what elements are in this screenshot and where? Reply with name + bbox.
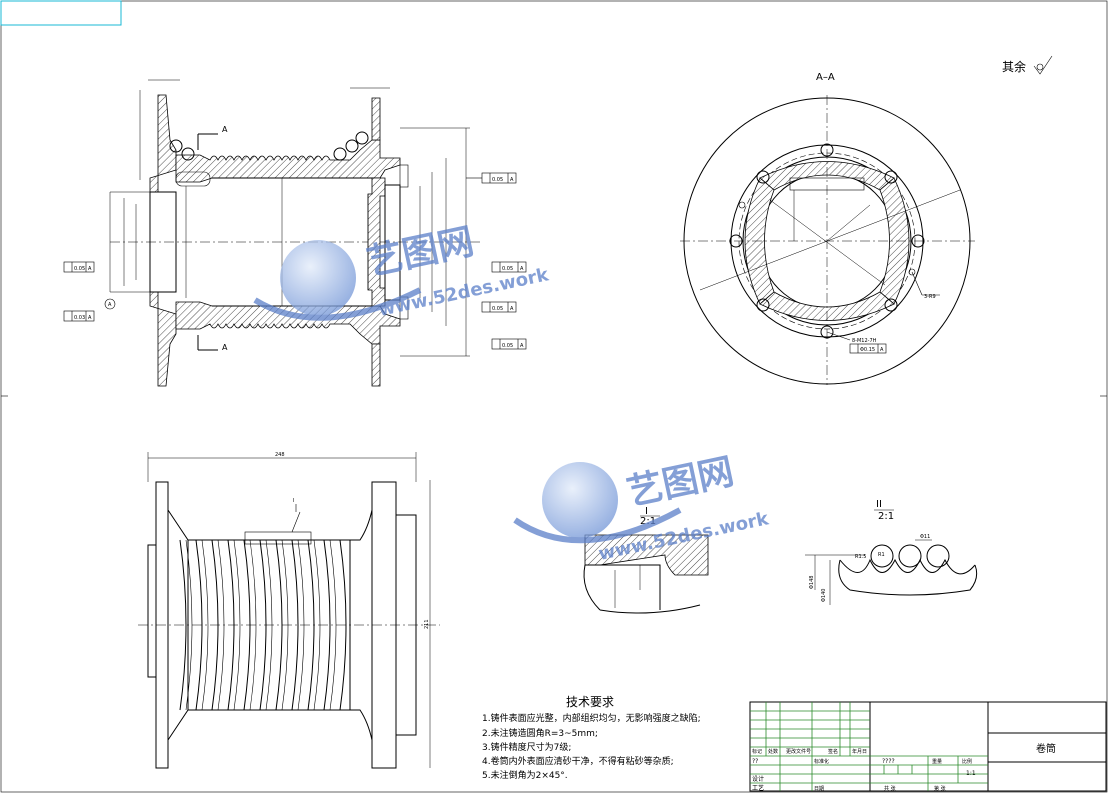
svg-text:I: I bbox=[293, 498, 294, 504]
svg-text:A: A bbox=[510, 177, 514, 183]
svg-text:A: A bbox=[880, 347, 884, 353]
surface-finish-note: 其余 bbox=[1002, 55, 1053, 75]
svg-text:签名: 签名 bbox=[828, 748, 838, 755]
datum-symbol: A bbox=[104, 298, 116, 310]
svg-text:标准化: 标准化 bbox=[814, 758, 829, 765]
svg-text:工艺: 工艺 bbox=[752, 784, 764, 792]
technical-requirements: 技术要求 1.铸件表面应光整，内部组织均匀，无影响强度之缺陷; 2.未注铸造圆角… bbox=[482, 695, 701, 781]
svg-text:R1.5: R1.5 bbox=[855, 554, 866, 560]
svg-text:艺图网: 艺图网 bbox=[623, 451, 737, 514]
svg-text:??: ?? bbox=[752, 758, 758, 765]
svg-text:Φ148: Φ148 bbox=[809, 576, 815, 589]
svg-text:0.05: 0.05 bbox=[74, 266, 85, 272]
svg-text:A: A bbox=[222, 343, 228, 352]
svg-text:????: ???? bbox=[882, 758, 895, 765]
svg-text:2.未注铸造圆角R=3~5mm;: 2.未注铸造圆角R=3~5mm; bbox=[482, 727, 598, 739]
svg-text:重量: 重量 bbox=[932, 758, 942, 765]
detail-i-view: I 2:1 bbox=[583, 506, 709, 614]
svg-text:第 张: 第 张 bbox=[934, 785, 946, 792]
svg-text:年月日: 年月日 bbox=[852, 748, 867, 755]
svg-text:其余: 其余 bbox=[1002, 59, 1026, 74]
svg-text:A–A: A–A bbox=[816, 72, 835, 83]
svg-text:更改文件号: 更改文件号 bbox=[786, 748, 811, 755]
svg-text:2:1: 2:1 bbox=[878, 511, 894, 522]
svg-text:标记: 标记 bbox=[752, 748, 762, 755]
svg-text:技术要求: 技术要求 bbox=[566, 695, 614, 709]
title-block: 卷筒 ?? 设计 工艺 标记 处数 更改文件号 标准化 签名 年月日 日期 ??… bbox=[749, 701, 1107, 792]
svg-text:248: 248 bbox=[275, 452, 285, 458]
svg-text:II: II bbox=[876, 499, 882, 510]
svg-text:设计: 设计 bbox=[752, 775, 764, 783]
detail-ii-view: II 2:1 R1 R1.5 Φ11 Φ148 Φ140 bbox=[805, 499, 978, 605]
svg-text:A: A bbox=[520, 343, 524, 349]
section-a-a-view: A–A 3-R9 8-M12-7H bbox=[680, 72, 975, 385]
svg-text:处数: 处数 bbox=[768, 748, 778, 755]
svg-text:0.05: 0.05 bbox=[502, 266, 513, 272]
svg-text:0.05: 0.05 bbox=[502, 343, 513, 349]
longitudinal-section-view: A A 0.05 A 0.03 A A bbox=[63, 79, 527, 387]
tolerance-frame-2: 0.03 A bbox=[63, 310, 95, 322]
svg-text:8-M12-7H: 8-M12-7H bbox=[852, 338, 877, 344]
svg-text:日期: 日期 bbox=[814, 786, 824, 792]
tolerance-frame-6: 0.05 A bbox=[491, 338, 527, 350]
watermark-2: 艺图网 www.52des.work bbox=[513, 451, 771, 565]
svg-text:共 张: 共 张 bbox=[884, 785, 896, 792]
svg-text:比例: 比例 bbox=[962, 758, 972, 765]
svg-text:Φ0.15: Φ0.15 bbox=[860, 347, 875, 353]
svg-text:A: A bbox=[520, 266, 524, 272]
svg-text:1.铸件表面应光整，内部组织均匀，无影响强度之缺陷;: 1.铸件表面应光整，内部组织均匀，无影响强度之缺陷; bbox=[482, 712, 701, 724]
svg-text:1:1: 1:1 bbox=[966, 770, 976, 777]
svg-text:R1: R1 bbox=[878, 552, 885, 558]
svg-text:A: A bbox=[510, 306, 514, 312]
tolerance-frame-3: 0.05 A bbox=[466, 172, 517, 184]
svg-text:I: I bbox=[645, 506, 648, 517]
svg-text:0.05: 0.05 bbox=[492, 177, 503, 183]
svg-text:A: A bbox=[108, 302, 112, 308]
svg-text:A: A bbox=[88, 266, 92, 272]
svg-text:4.卷筒内外表面应清砂干净，不得有粘砂等杂质;: 4.卷筒内外表面应清砂干净，不得有粘砂等杂质; bbox=[482, 755, 674, 767]
svg-text:211: 211 bbox=[424, 619, 430, 629]
svg-text:Φ140: Φ140 bbox=[821, 589, 827, 602]
exterior-view: 248 211 bbox=[138, 452, 440, 769]
tolerance-frame-4: 0.05 A bbox=[491, 261, 527, 273]
svg-text:0.05: 0.05 bbox=[492, 306, 503, 312]
svg-text:5.未注倒角为2×45°.: 5.未注倒角为2×45°. bbox=[482, 769, 568, 781]
svg-text:2:1: 2:1 bbox=[640, 516, 656, 527]
svg-text:0.03: 0.03 bbox=[74, 315, 85, 321]
svg-text:3-R9: 3-R9 bbox=[924, 294, 936, 300]
svg-text:3.铸件精度尺寸为7级;: 3.铸件精度尺寸为7级; bbox=[482, 741, 571, 753]
section-arrow-top: A bbox=[197, 125, 228, 150]
svg-text:艺图网: 艺图网 bbox=[363, 221, 477, 284]
svg-text:A: A bbox=[222, 125, 228, 134]
corner-tag bbox=[0, 0, 122, 26]
tolerance-frame-5: 0.05 A bbox=[481, 301, 517, 313]
svg-text:卷筒: 卷筒 bbox=[1036, 742, 1056, 755]
svg-text:A: A bbox=[88, 315, 92, 321]
section-arrow-bottom: A bbox=[197, 335, 228, 352]
tolerance-frame-1: 0.05 A bbox=[63, 261, 95, 273]
svg-text:Φ11: Φ11 bbox=[920, 534, 930, 540]
